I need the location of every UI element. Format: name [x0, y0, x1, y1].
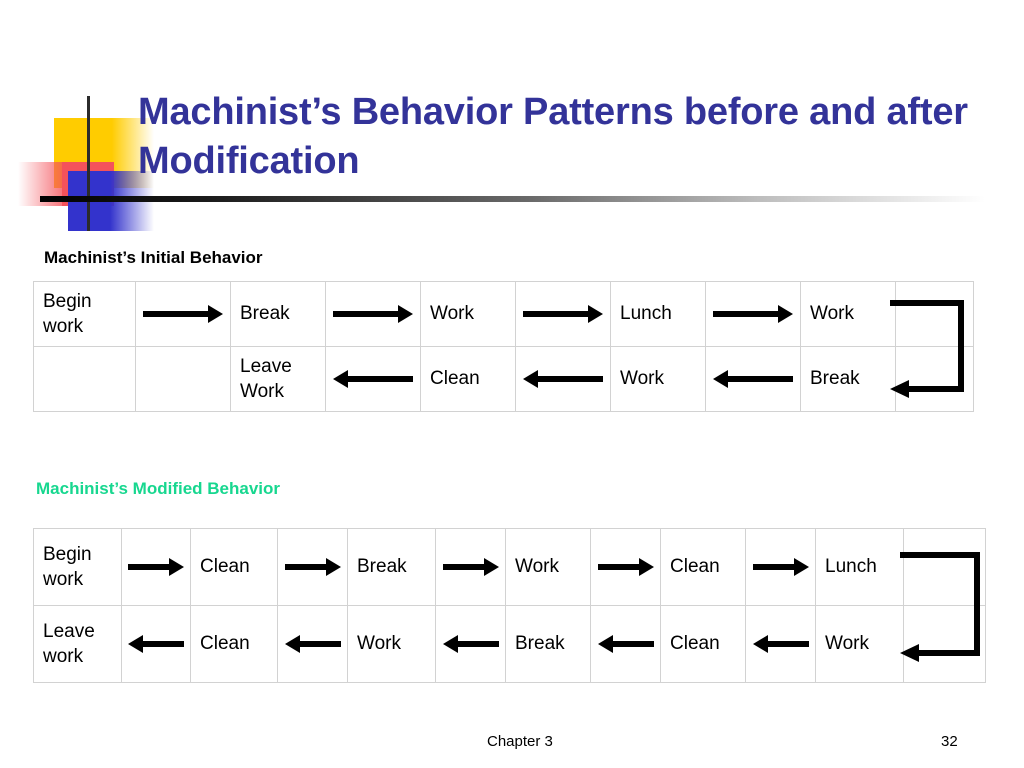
arrow-left-icon [435, 605, 506, 683]
arrow-right-icon [705, 281, 801, 347]
arrow-right-icon [435, 528, 506, 606]
cell-clean: Clean [420, 346, 516, 412]
arrow-right-icon [515, 281, 611, 347]
cell-work-3: Work [610, 346, 706, 412]
arrow-left-icon [745, 605, 816, 683]
cell-work-3: Work [815, 605, 904, 683]
arrow-left-icon [277, 605, 348, 683]
cell-clean-1: Clean [190, 528, 278, 606]
cell-empty [33, 346, 136, 412]
cell-clean-3: Clean [190, 605, 278, 683]
cell-wrap-top [895, 281, 974, 347]
footer-chapter-label: Chapter 3 [487, 733, 553, 750]
cell-empty [135, 346, 231, 412]
cell-leave-work: Leave Work [230, 346, 326, 412]
arrow-right-icon [135, 281, 231, 347]
cell-break-2: Break [800, 346, 896, 412]
cell-break-2: Break [505, 605, 591, 683]
initial-behavior-flow-table: Begin work Break Work Lunch Work Leave W… [33, 281, 974, 412]
cell-work-2: Work [800, 281, 896, 347]
arrow-right-icon [121, 528, 191, 606]
table-row: Leave Work Clean Work Break [33, 346, 974, 412]
cell-clean-2: Clean [660, 528, 746, 606]
arrow-right-icon [277, 528, 348, 606]
cell-lunch: Lunch [815, 528, 904, 606]
page-title: Machinist’s Behavior Patterns before and… [138, 91, 968, 182]
arrow-right-icon [745, 528, 816, 606]
table-row: Leave work Clean Work Break Clean Work [33, 605, 986, 683]
arrow-left-icon [121, 605, 191, 683]
arrow-left-icon [325, 346, 421, 412]
arrow-right-icon [590, 528, 661, 606]
cell-work-2: Work [347, 605, 436, 683]
cell-work-1: Work [505, 528, 591, 606]
arrow-left-icon [590, 605, 661, 683]
cell-begin-work: Begin work [33, 281, 136, 347]
table-row: Begin work Break Work Lunch Work [33, 281, 974, 347]
cell-wrap-bottom [903, 605, 986, 683]
table-row: Begin work Clean Break Work Clean Lunch [33, 528, 986, 606]
arrow-left-icon [705, 346, 801, 412]
cell-clean-4: Clean [660, 605, 746, 683]
modified-behavior-flow-table: Begin work Clean Break Work Clean Lunch [33, 528, 986, 683]
cell-wrap-bottom [895, 346, 974, 412]
vertical-rule-icon [87, 96, 90, 231]
cell-leave-work: Leave work [33, 605, 122, 683]
cell-break-1: Break [230, 281, 326, 347]
arrow-left-icon [515, 346, 611, 412]
cell-begin-work: Begin work [33, 528, 122, 606]
cell-lunch: Lunch [610, 281, 706, 347]
arrow-right-icon [325, 281, 421, 347]
section-caption-initial: Machinist’s Initial Behavior [44, 248, 263, 267]
cell-wrap-top [903, 528, 986, 606]
title-underline-rule [40, 196, 985, 202]
section-caption-modified: Machinist’s Modified Behavior [36, 479, 281, 498]
footer-page-number: 32 [941, 733, 958, 750]
cell-break: Break [347, 528, 436, 606]
cell-work-1: Work [420, 281, 516, 347]
